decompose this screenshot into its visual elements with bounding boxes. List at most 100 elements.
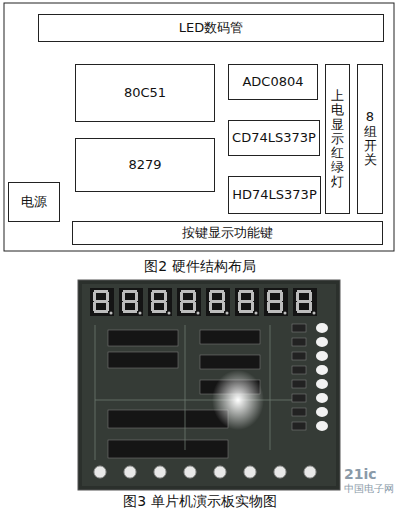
segment: [123, 300, 137, 303]
segment: [222, 292, 225, 301]
box-label: ADC0804: [242, 74, 303, 90]
box-label: 80C51: [124, 85, 166, 101]
switch: [292, 366, 306, 374]
segment: [181, 310, 195, 313]
segment: [210, 300, 224, 303]
switch: [292, 352, 306, 360]
segment: [193, 292, 196, 301]
segment: [251, 292, 254, 301]
pcb-trace: [270, 325, 271, 450]
digit-display: [206, 288, 230, 316]
segment: [122, 292, 125, 301]
segment: [297, 290, 311, 293]
pcb-surface: [82, 284, 336, 486]
segment: [151, 302, 154, 311]
segment: [209, 292, 212, 301]
pcb-trace: [185, 325, 186, 450]
component-box: 8279: [75, 138, 215, 192]
segment: [93, 302, 96, 311]
segment: [180, 292, 183, 301]
segment: [164, 302, 167, 311]
segment: [238, 302, 241, 311]
box-label: 8组开关: [364, 110, 377, 167]
switch: [292, 324, 306, 332]
segment: [106, 292, 109, 301]
box-label: 8279: [128, 157, 161, 173]
segment: [251, 302, 254, 311]
switch: [292, 408, 306, 416]
segment: [280, 292, 283, 301]
light-glow: [212, 370, 264, 430]
push-button: [154, 466, 166, 478]
segment: [296, 292, 299, 301]
chip: [108, 410, 228, 428]
chip: [200, 355, 260, 369]
digit-display: [264, 288, 288, 316]
segment: [296, 302, 299, 311]
segment: [152, 290, 166, 293]
box-label: CD74LS373P: [232, 130, 316, 146]
segment: [122, 302, 125, 311]
segment: [135, 292, 138, 301]
segment: [268, 310, 282, 313]
segment: [239, 300, 253, 303]
segment: [152, 300, 166, 303]
component-box: 电源: [8, 182, 60, 222]
segment: [239, 290, 253, 293]
switch: [292, 380, 306, 388]
box-label: HD74LS373P: [232, 187, 316, 203]
led: [316, 365, 328, 375]
switch: [292, 338, 306, 346]
push-button: [274, 466, 286, 478]
pcb-trace: [95, 400, 300, 401]
segment: [93, 292, 96, 301]
segment: [180, 302, 183, 311]
segment: [268, 290, 282, 293]
segment: [297, 310, 311, 313]
segment: [152, 310, 166, 313]
digit-display: [90, 288, 114, 316]
push-button: [94, 466, 106, 478]
digit-display: [148, 288, 172, 316]
component-box: CD74LS373P: [228, 120, 320, 156]
switch: [292, 394, 306, 402]
led: [316, 407, 328, 417]
segment: [210, 310, 224, 313]
board-photo: [78, 280, 340, 490]
segment: [94, 300, 108, 303]
segment: [94, 290, 108, 293]
segment: [209, 302, 212, 311]
box-label: LED数码管: [179, 20, 243, 36]
component-box: LED数码管: [38, 14, 384, 42]
pcb: [78, 280, 340, 490]
digit-display: [293, 288, 317, 316]
led: [316, 337, 328, 347]
led: [316, 379, 328, 389]
segment: [106, 302, 109, 311]
segment: [135, 302, 138, 311]
digit-display: [177, 288, 201, 316]
segment: [280, 302, 283, 311]
segment: [123, 290, 137, 293]
push-button: [244, 466, 256, 478]
watermark: 21ic: [344, 466, 377, 482]
box-label: 上电显示红绿灯: [331, 89, 344, 189]
segment: [267, 292, 270, 301]
segment: [151, 292, 154, 301]
segment: [193, 302, 196, 311]
segment: [164, 292, 167, 301]
segment: [239, 310, 253, 313]
led: [316, 421, 328, 431]
chip: [108, 330, 178, 346]
segment: [309, 302, 312, 311]
led: [316, 351, 328, 361]
segment: [238, 292, 241, 301]
chip: [200, 330, 260, 344]
led: [316, 323, 328, 333]
segment: [222, 302, 225, 311]
component-box: HD74LS373P: [228, 176, 321, 214]
figure-caption: 图3 单片机演示板实物图: [123, 493, 276, 511]
layout-frame: [4, 3, 394, 251]
digit-display: [235, 288, 259, 316]
